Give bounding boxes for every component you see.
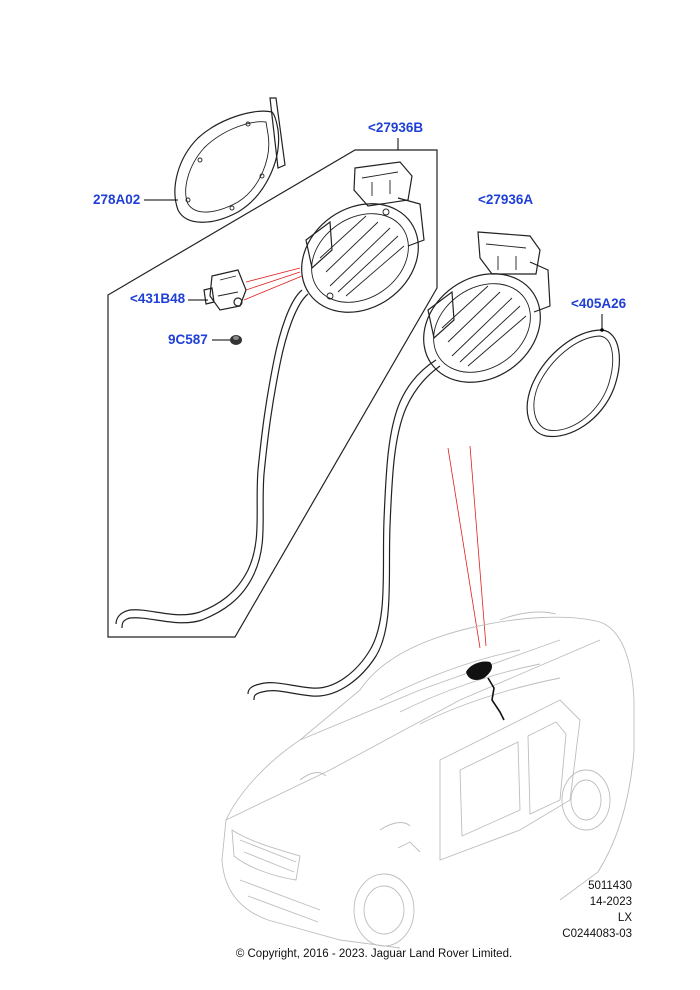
meta-line-3: LX — [617, 912, 632, 924]
callout-27936A[interactable]: <27936A — [478, 192, 534, 207]
copyright-notice: © Copyright, 2016 - 2023. Jaguar Land Ro… — [235, 948, 513, 960]
drain-tube-27936B — [115, 289, 309, 629]
actuator-431B48 — [203, 269, 247, 311]
callout-431B48[interactable]: <431B48 — [130, 291, 186, 306]
meta-line-4: C0244083-03 — [562, 928, 632, 940]
meta-line-1: 5011430 — [588, 880, 632, 892]
callout-278A02[interactable]: 278A02 — [93, 192, 141, 207]
drain-tube-27936A — [247, 359, 441, 701]
seal-405A26 — [526, 329, 620, 438]
meta-line-2: 14-2023 — [589, 896, 632, 908]
seal-278A02 — [174, 97, 286, 223]
assembly-group-frame — [107, 149, 438, 638]
callout-405A26[interactable]: <405A26 — [571, 296, 627, 311]
filler-door-assembly-27936A — [423, 231, 551, 383]
clip-9C587 — [230, 335, 242, 345]
callout-9C587[interactable]: 9C587 — [168, 332, 208, 347]
vehicle-outline — [221, 611, 635, 949]
vehicle-filler-door-highlight — [466, 661, 505, 721]
callout-27936B[interactable]: <27936B — [368, 120, 424, 135]
diagram-meta: 5011430 14-2023 LX C0244083-03 — [562, 878, 632, 942]
filler-door-assembly-27936B — [301, 161, 425, 313]
